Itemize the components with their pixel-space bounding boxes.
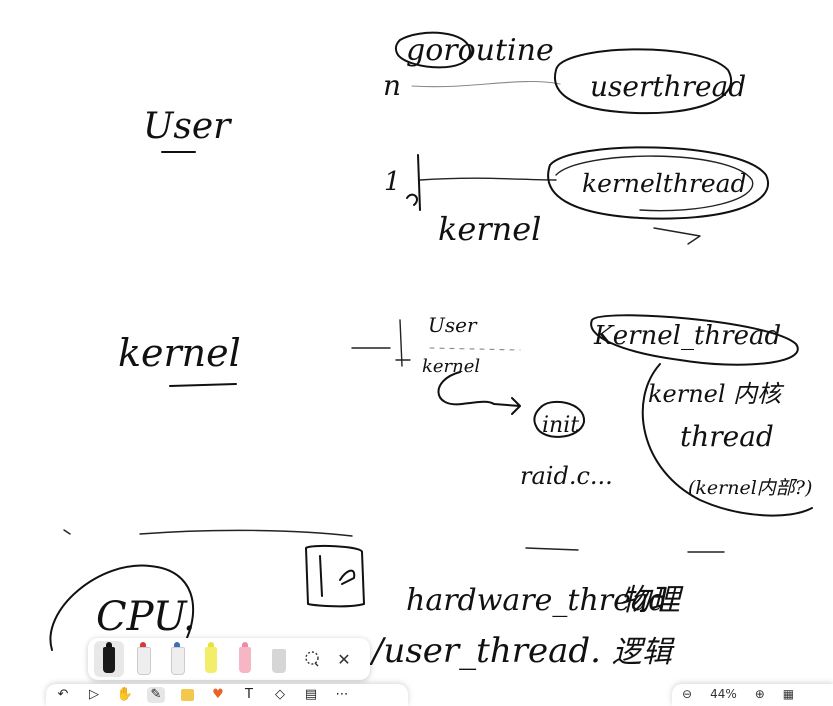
- big-loop: [641, 363, 813, 517]
- more-shapes-icon[interactable]: ◇: [275, 687, 285, 702]
- userthread-label-top: userthread: [590, 70, 746, 103]
- init-label: init: [542, 413, 579, 438]
- select-icon[interactable]: ▷: [89, 687, 99, 702]
- user-label-left: User: [143, 106, 232, 147]
- kernel-label-mid: kernel: [422, 356, 480, 377]
- pen-palette: ✕: [88, 638, 370, 680]
- n-label: n: [383, 69, 401, 102]
- zoom-bar: ⊖ 44% ⊕ ▦: [672, 684, 833, 706]
- underline: [169, 383, 237, 387]
- init-circle: [533, 400, 586, 438]
- shape-icon[interactable]: ♥: [212, 687, 224, 702]
- cpu-circle: [49, 564, 194, 651]
- dash-marks: [351, 319, 411, 367]
- text-icon[interactable]: T: [245, 687, 253, 702]
- kernelthread-circle-2: [555, 155, 754, 212]
- arrow-down: [406, 154, 421, 211]
- userthread-circle: [553, 48, 732, 115]
- pink-highlighter[interactable]: [230, 641, 260, 677]
- minimap-icon[interactable]: ▦: [782, 687, 795, 701]
- dashed-line: [429, 347, 521, 351]
- wuli-label: 物理: [620, 583, 684, 618]
- zoom-in-icon[interactable]: ⊕: [754, 687, 765, 701]
- pen-icon[interactable]: ✎: [147, 687, 165, 703]
- kernel-thread-circle: [590, 314, 799, 366]
- raid-label: raid.c...: [520, 462, 613, 490]
- zoom-out-icon[interactable]: ⊖: [682, 687, 693, 701]
- undo-icon[interactable]: ↶: [57, 687, 69, 702]
- user-thread-label-bottom: /user_thread.: [369, 631, 601, 671]
- chip-box: [305, 544, 365, 608]
- user-label-mid: User: [428, 313, 478, 337]
- black-pen[interactable]: [94, 641, 124, 677]
- kernelthread-label-top: kernelthread: [582, 169, 747, 198]
- connector-line: [419, 177, 557, 181]
- blue-pen[interactable]: [162, 641, 192, 677]
- hardware-thread-label: hardware_thread: [406, 583, 668, 618]
- more-icon[interactable]: ⋯: [335, 687, 349, 702]
- luoji-label: 逻辑: [612, 635, 675, 670]
- goroutine-circle: [394, 31, 471, 69]
- red-pen[interactable]: [128, 641, 158, 677]
- kernel-thread-label-mid: Kernel_thread: [593, 321, 781, 351]
- dash: [525, 547, 579, 551]
- frame-icon[interactable]: ▤: [304, 687, 318, 702]
- kernel-kz-label: kernel 内核: [648, 380, 785, 408]
- kernel-label-top: kernel: [438, 210, 541, 248]
- sticky-note-icon[interactable]: [178, 687, 196, 703]
- arrow-to-init: [437, 371, 521, 415]
- eraser[interactable]: [264, 641, 294, 677]
- bottom-toolbar: ↶ ▷ ✋ ✎ ♥ T ◇ ▤ ⋯: [46, 684, 408, 706]
- zoom-level[interactable]: 44%: [710, 687, 737, 701]
- kernel-label-left: kernel: [118, 331, 241, 375]
- hand-icon[interactable]: ✋: [116, 687, 134, 702]
- one-label: 1: [384, 167, 401, 197]
- kernelthread-circle: [547, 146, 769, 220]
- yellow-highlighter[interactable]: [196, 641, 226, 677]
- kernel-paren-label: (kernel内部?): [688, 477, 812, 499]
- chip-inner: [319, 555, 356, 597]
- dash-arrow: [653, 227, 701, 245]
- cpu-label: CPU.: [96, 594, 196, 640]
- connector-line: [411, 80, 561, 88]
- close-icon[interactable]: ✕: [337, 649, 351, 669]
- goroutine-label: goroutine: [406, 33, 554, 68]
- divider-line: [139, 529, 353, 537]
- tick-mark: [63, 529, 71, 535]
- lasso-icon[interactable]: [298, 645, 326, 673]
- thread-label: thread: [680, 420, 774, 453]
